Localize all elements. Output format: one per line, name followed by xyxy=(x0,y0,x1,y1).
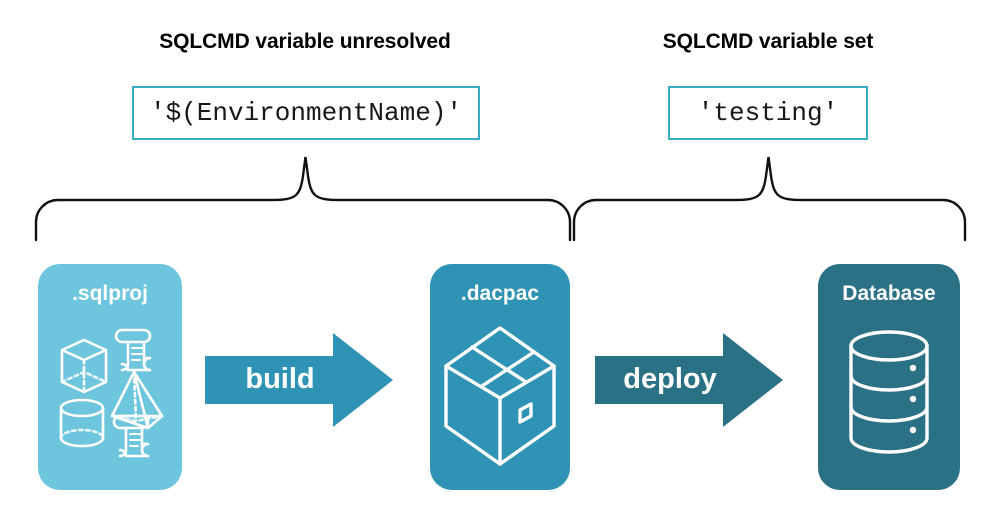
database-cylinder-icon xyxy=(818,324,960,464)
sqlcmd-variable-unresolved-value: '$(EnvironmentName)' xyxy=(149,98,463,128)
sqlcmd-variable-unresolved-box: '$(EnvironmentName)' xyxy=(132,86,480,140)
database-node-label: Database xyxy=(842,282,936,305)
sqlcmd-variable-set-box: 'testing' xyxy=(668,86,868,140)
package-box-icon xyxy=(430,316,570,474)
scroll-script-icon-top xyxy=(114,328,152,372)
group-heading-deploy: SQLCMD variable set xyxy=(662,30,874,53)
scroll-script-icon-bottom xyxy=(112,414,150,458)
wireframe-cylinder-icon xyxy=(59,398,105,448)
curly-brace-up-icon-right xyxy=(572,156,967,242)
sqlproj-node-label: .sqlproj xyxy=(72,282,148,305)
build-arrow xyxy=(205,333,393,427)
dacpac-node-label: .dacpac xyxy=(460,282,540,305)
deploy-arrow-label: deploy xyxy=(623,363,717,395)
sqlcmd-variable-set-value: 'testing' xyxy=(697,98,839,128)
build-arrow-label: build xyxy=(245,363,315,395)
deploy-arrow xyxy=(595,333,783,427)
group-heading-build: SQLCMD variable unresolved xyxy=(159,30,451,53)
curly-brace-up-icon-left xyxy=(34,156,572,242)
wireframe-cube-icon xyxy=(60,338,108,394)
sql-objects-icon xyxy=(38,319,182,469)
database-node: Database xyxy=(818,264,960,490)
sqlproj-node: .sqlproj xyxy=(38,264,182,490)
wireframe-pyramid-icon xyxy=(110,370,164,430)
dacpac-node: .dacpac xyxy=(430,264,570,490)
